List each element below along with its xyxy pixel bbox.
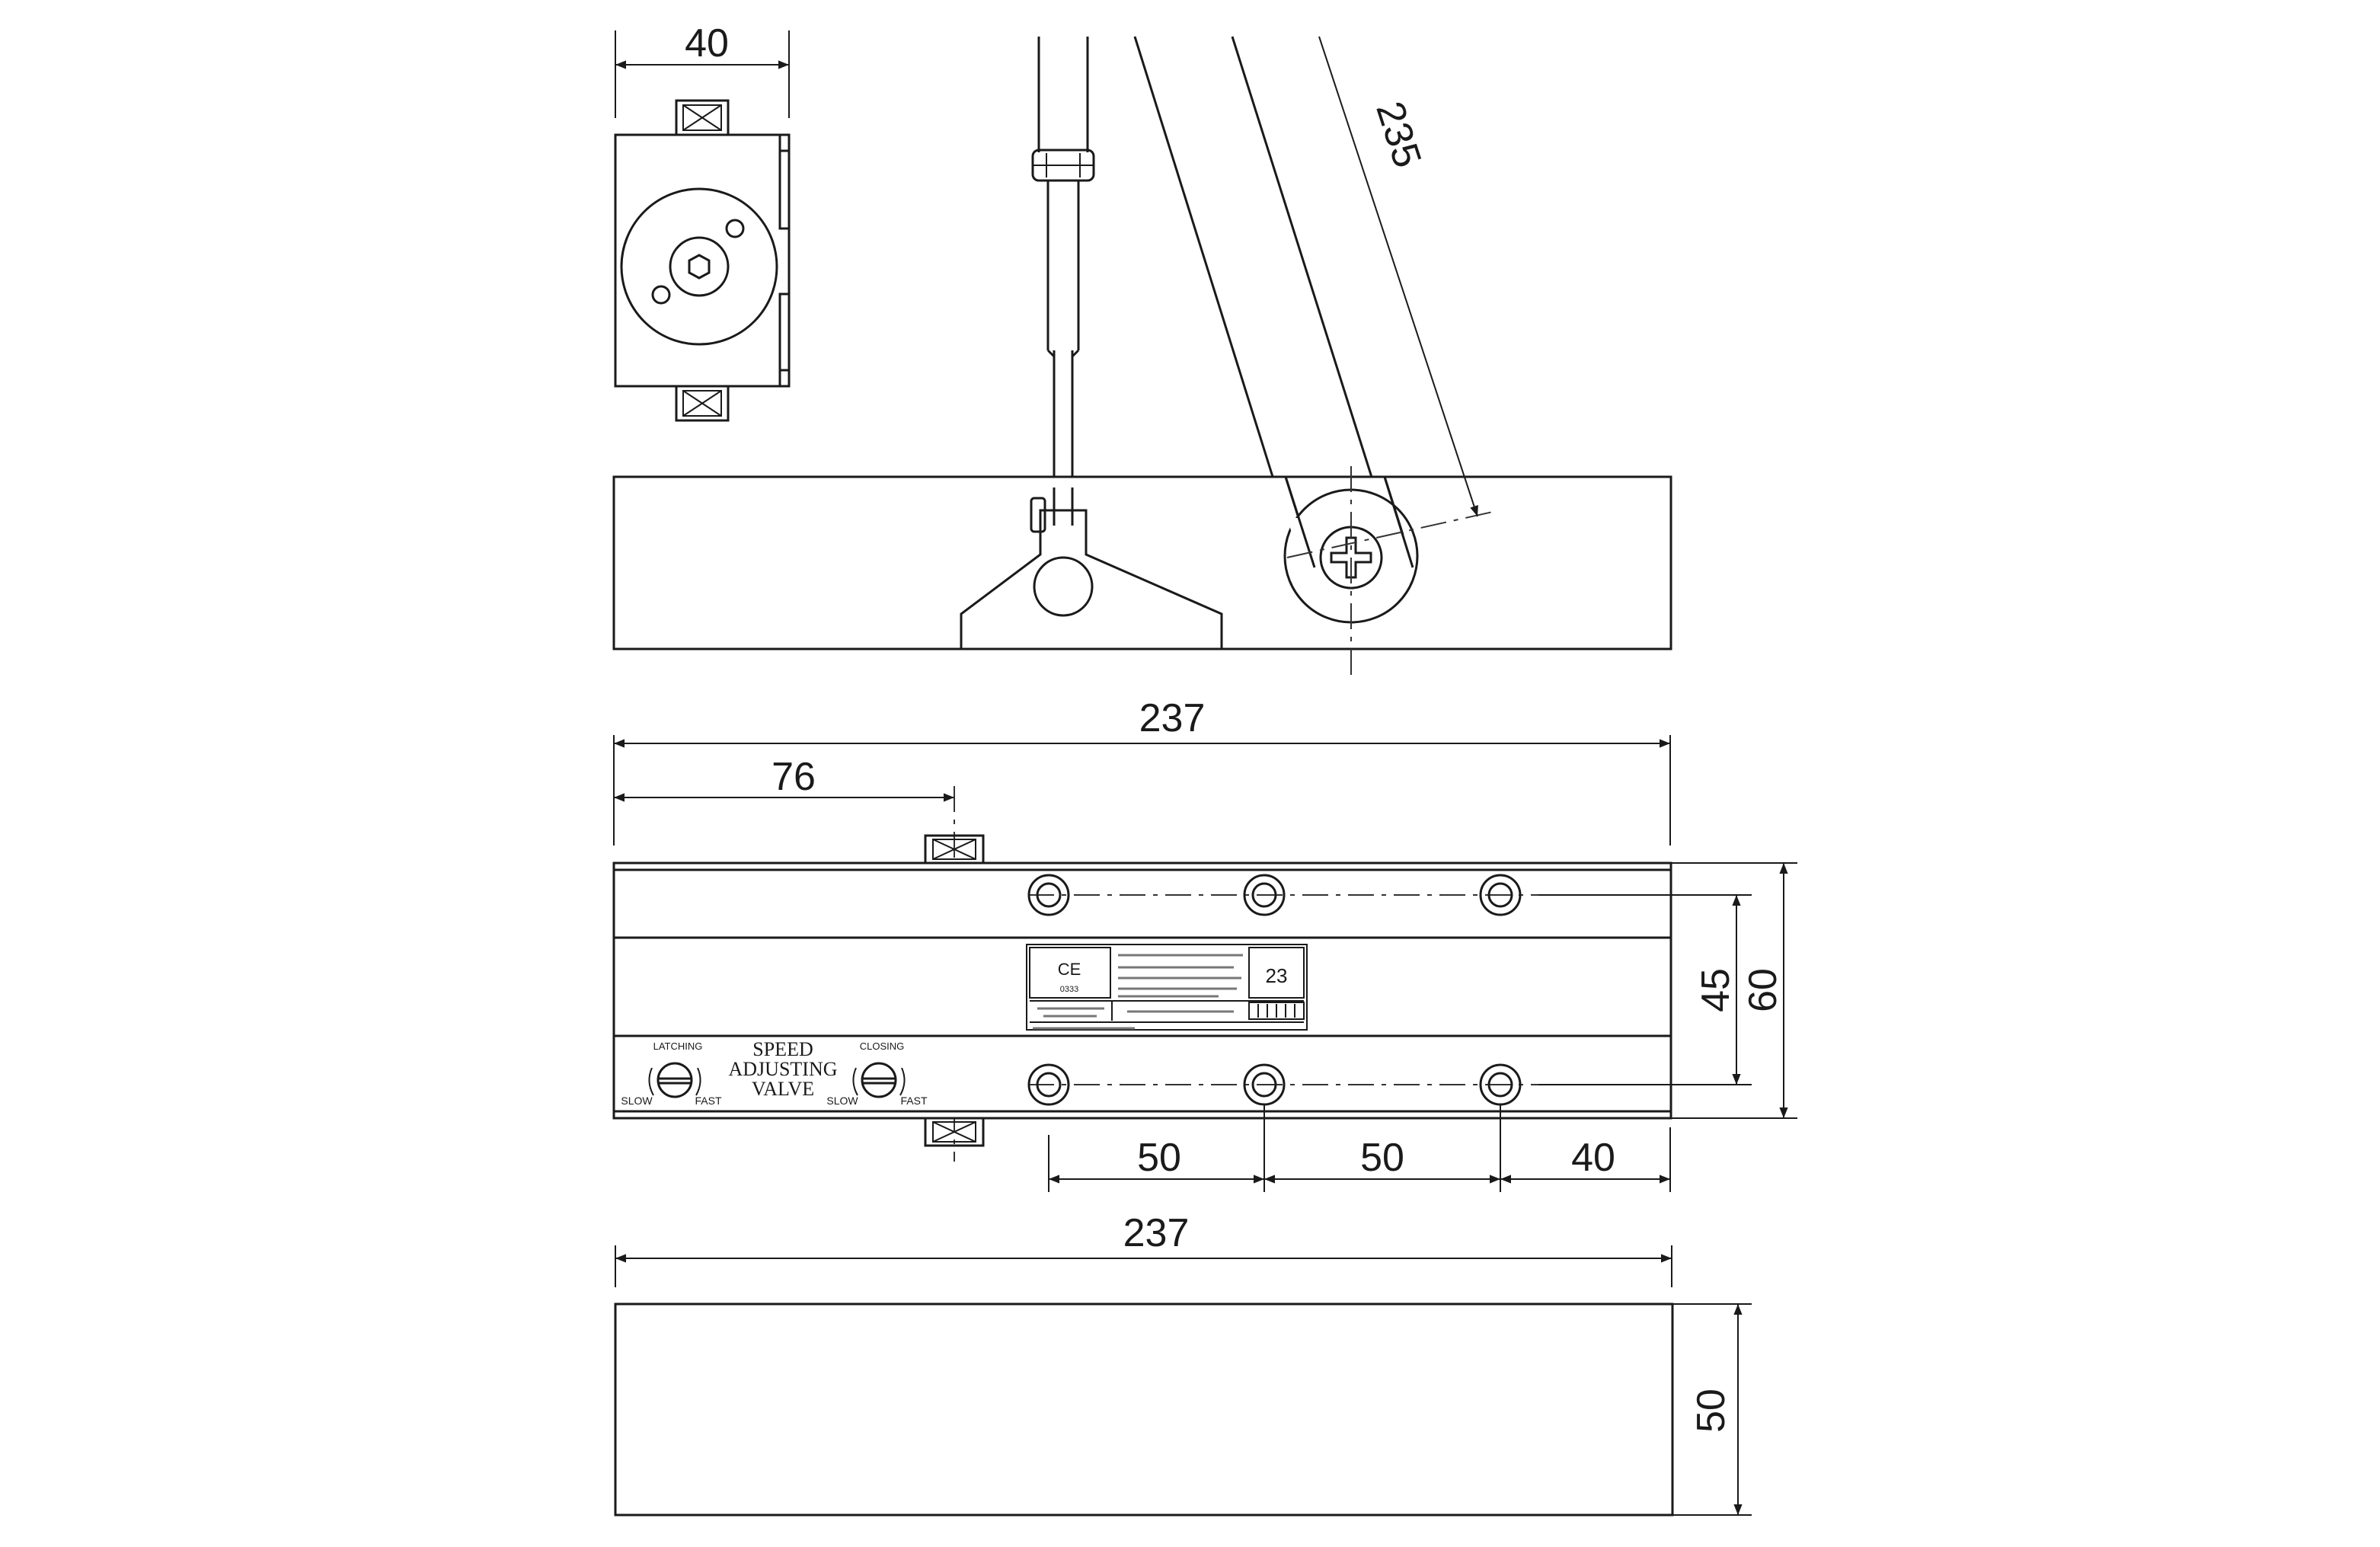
outer-height-label: 60: [1741, 968, 1785, 1012]
cover-body: [614, 1302, 1674, 1517]
mounting-hole: [1027, 1063, 1070, 1106]
pivot-centerline: [1286, 511, 1493, 558]
size-label: 23: [1266, 964, 1288, 987]
arm-pivot: [1283, 466, 1493, 678]
hole-spacing-1-label: 50: [1137, 1136, 1181, 1180]
rotate-arrow-icon: [899, 1067, 906, 1096]
mounting-hole: [1243, 874, 1286, 916]
nameplate: CE 0333 23: [1026, 944, 1308, 1031]
arm-length-label: 235: [1367, 97, 1430, 173]
bottom-height-label: 50: [1689, 1389, 1733, 1433]
valve-title-line3: VALVE: [752, 1078, 814, 1100]
valve-title-line1: SPEED: [752, 1038, 813, 1060]
bottom-bracket: [675, 385, 730, 422]
closing-fast-label: FAST: [900, 1095, 927, 1107]
pinion-disc: [620, 187, 778, 346]
mount-hole: [725, 219, 745, 238]
closing-valve-screw-icon[interactable]: [861, 1062, 897, 1098]
side-channel: [778, 135, 791, 386]
mount-hole: [651, 285, 671, 305]
hinge-offset-label: 76: [772, 755, 816, 799]
side-view: 40: [614, 21, 791, 422]
rotate-arrow-icon: [695, 1067, 701, 1096]
hole-spacing-2-label: 50: [1360, 1136, 1404, 1180]
side-body: [614, 133, 791, 388]
arm-view: 235: [612, 36, 1672, 678]
end-offset-label: 40: [1571, 1136, 1615, 1180]
latching-fast-label: FAST: [695, 1095, 721, 1107]
mounting-hole: [1027, 874, 1070, 916]
plan-top-bracket: [924, 834, 985, 865]
arm-dimension-line: [1318, 36, 1478, 517]
plan-view: 237 76: [612, 696, 1797, 1192]
bottom-view: 237 50: [614, 1211, 1752, 1517]
valve-title-line2: ADJUSTING: [729, 1058, 838, 1080]
overall-length-label: 237: [1139, 696, 1206, 740]
closing-slow-label: SLOW: [826, 1095, 858, 1107]
hex-socket-icon: [688, 254, 711, 280]
latching-label: LATCHING: [653, 1040, 703, 1052]
arm-shoe: [960, 487, 1223, 650]
closing-label: CLOSING: [860, 1040, 905, 1052]
bottom-length-label: 237: [1123, 1211, 1190, 1255]
mounting-hole: [1479, 874, 1522, 916]
rotate-arrow-icon: [648, 1067, 654, 1096]
rotate-arrow-icon: [852, 1067, 858, 1096]
top-bracket: [675, 99, 730, 136]
main-arm: [1133, 36, 1386, 519]
speed-adjusting-valve: SPEED ADJUSTING VALVE LATCHING SLOW FAST…: [621, 1038, 928, 1107]
side-width-label: 40: [685, 21, 729, 66]
connecting-rod: [1031, 37, 1095, 487]
pinion-hub: [669, 236, 730, 297]
phillips-screw-icon: [1330, 536, 1372, 579]
ce-mark: CE: [1058, 960, 1081, 979]
latching-valve-screw-icon[interactable]: [656, 1062, 693, 1098]
shoe-pin: [1033, 556, 1094, 617]
plan-bottom-bracket: [924, 1117, 985, 1147]
latching-slow-label: SLOW: [621, 1095, 653, 1107]
inner-height-label: 45: [1694, 968, 1738, 1012]
ce-code: 0333: [1060, 985, 1078, 994]
